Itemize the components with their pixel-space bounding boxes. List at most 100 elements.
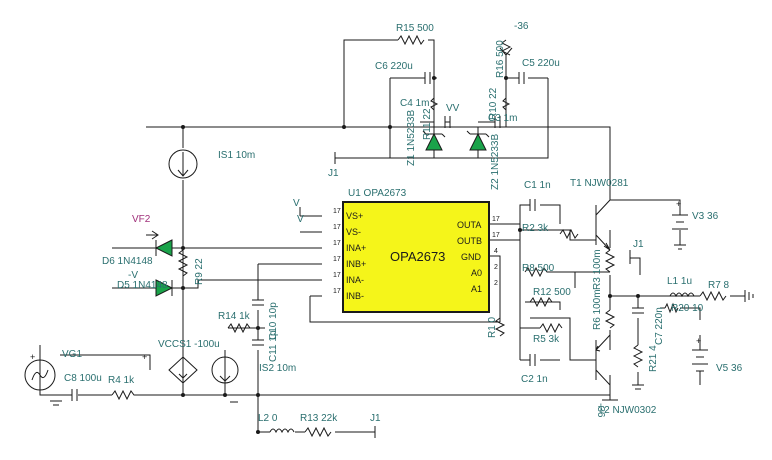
label-v: V [293,198,300,209]
label-c3: C3 1m [488,113,517,124]
label-j1-right: J1 [633,239,644,250]
pin-vs-minus: VS- [346,227,361,237]
pin-a1: A1 [471,284,482,294]
label-vccs1: VCCS1 -100u [158,339,220,350]
label-r9: R9 22 [194,258,205,285]
resistor-r9 [177,249,189,277]
transistor-t1 [595,199,611,251]
current-sources [168,149,239,384]
resistor-r1 [494,317,506,337]
zener-z1 [422,130,446,151]
label-c7: C7 220n [654,307,665,345]
capacitor-c3 [494,116,501,128]
label-r15: R15 500 [396,23,434,34]
capacitor-c1 [529,199,536,211]
component-labels: R15 500 C6 220u -36 R16 500 C5 220u C4 1… [62,21,743,424]
resistor-r4 [111,389,140,401]
label-v5: V5 36 [716,363,743,374]
inductor-l2 [269,428,295,434]
label-r14: R14 1k [218,311,251,322]
voltage-sources [24,214,708,391]
pin-outb: OUTB [457,236,482,246]
zener-z2 [466,130,490,151]
vccs1-symbol [168,356,198,384]
svg-text:+: + [142,352,147,362]
label-c2: C2 1n [521,374,548,385]
pin-number: 17 [492,232,500,239]
label-t1: T1 NJW0281 [570,178,629,189]
label-c4: C4 1m [400,98,429,109]
label-r1: R1 0 [487,316,498,338]
resistor-r8 [524,266,575,278]
pin-number: 2 [494,264,498,271]
pin-inb-minus: INB- [346,291,364,301]
capacitors [71,72,644,401]
current-source-is2 [211,356,239,384]
label-l1: L1 1u [667,276,692,287]
resistor-r7 [699,290,727,302]
resistor-r10 [502,97,511,111]
label-z2: Z2 1N5233B [490,134,501,190]
label-r2: R2 3k [522,223,549,234]
resistor-r6 [604,309,616,329]
battery-v3 [672,214,688,230]
pin-number: 17 [333,272,341,279]
pin-number: 17 [333,224,341,231]
diode-d5 [155,279,174,297]
label-z1: Z1 1N5233B [406,110,417,166]
label-l2: L2 0 [258,413,278,424]
resistor-r15 [397,34,425,46]
svg-text:+: + [30,352,35,362]
label-d6: D6 1N4148 [102,256,153,267]
resistors [111,34,727,438]
svg-text:+: + [676,199,681,209]
transistors [595,199,611,386]
label-r16: R16 500 [495,40,506,78]
pin-number: 17 [492,216,500,223]
pin-number: 2 [494,280,498,287]
label-vg1: VG1 [62,349,82,360]
label-r10: R10 22 [488,87,499,120]
label-r21: R21 4 [648,345,659,372]
resistor-r14 [227,322,251,334]
label-d5: D5 1N4148 [117,280,168,291]
junction-dots [181,76,640,434]
diode-d6 [154,239,173,257]
vf2-probe-icon [146,230,159,240]
chip-ref: U1 OPA2673 [348,188,407,199]
svg-text:+: + [696,336,701,346]
label-minus36-bottom: -36 [595,403,606,418]
capacitor-c8 [71,389,78,401]
ground-symbols [50,47,754,438]
label-t2: T2 NJW0302 [598,405,657,416]
pin-outa: OUTA [457,220,481,230]
label-r3: R3 100m [592,249,603,290]
inductors [269,292,695,434]
label-vv: VV [446,103,460,114]
label-c6: C6 220u [375,61,413,72]
label-j1-top: J1 [328,168,339,179]
pin-number: 17 [333,256,341,263]
label-r7: R7 8 [708,280,730,291]
label-r20: R20 10 [671,303,704,314]
opa2673-chip: U1 OPA2673 OPA2673 VS+ VS- INA+ INB+ INA… [333,188,500,313]
pin-number: 17 [333,240,341,247]
resistor-r16 [500,39,512,56]
label-j1-bottom: J1 [370,413,381,424]
label-r5: R5 3k [533,334,560,345]
diodes [154,130,490,297]
label-r12: R12 500 [533,287,571,298]
capacitor-c7 [632,307,644,314]
chip-title: OPA2673 [390,249,445,264]
label-vf2: VF2 [132,214,151,225]
resistor-r20 [664,302,679,314]
label-r13: R13 22k [300,413,338,424]
label-is2: IS2 10m [259,363,296,374]
label-is1: IS1 10m [218,150,255,161]
pin-a0: A0 [471,268,482,278]
resistor-r5 [539,322,563,334]
label-r8: R8 500 [522,263,555,274]
pin-ina-minus: INA- [346,275,364,285]
label-minus36-top: -36 [514,21,529,32]
